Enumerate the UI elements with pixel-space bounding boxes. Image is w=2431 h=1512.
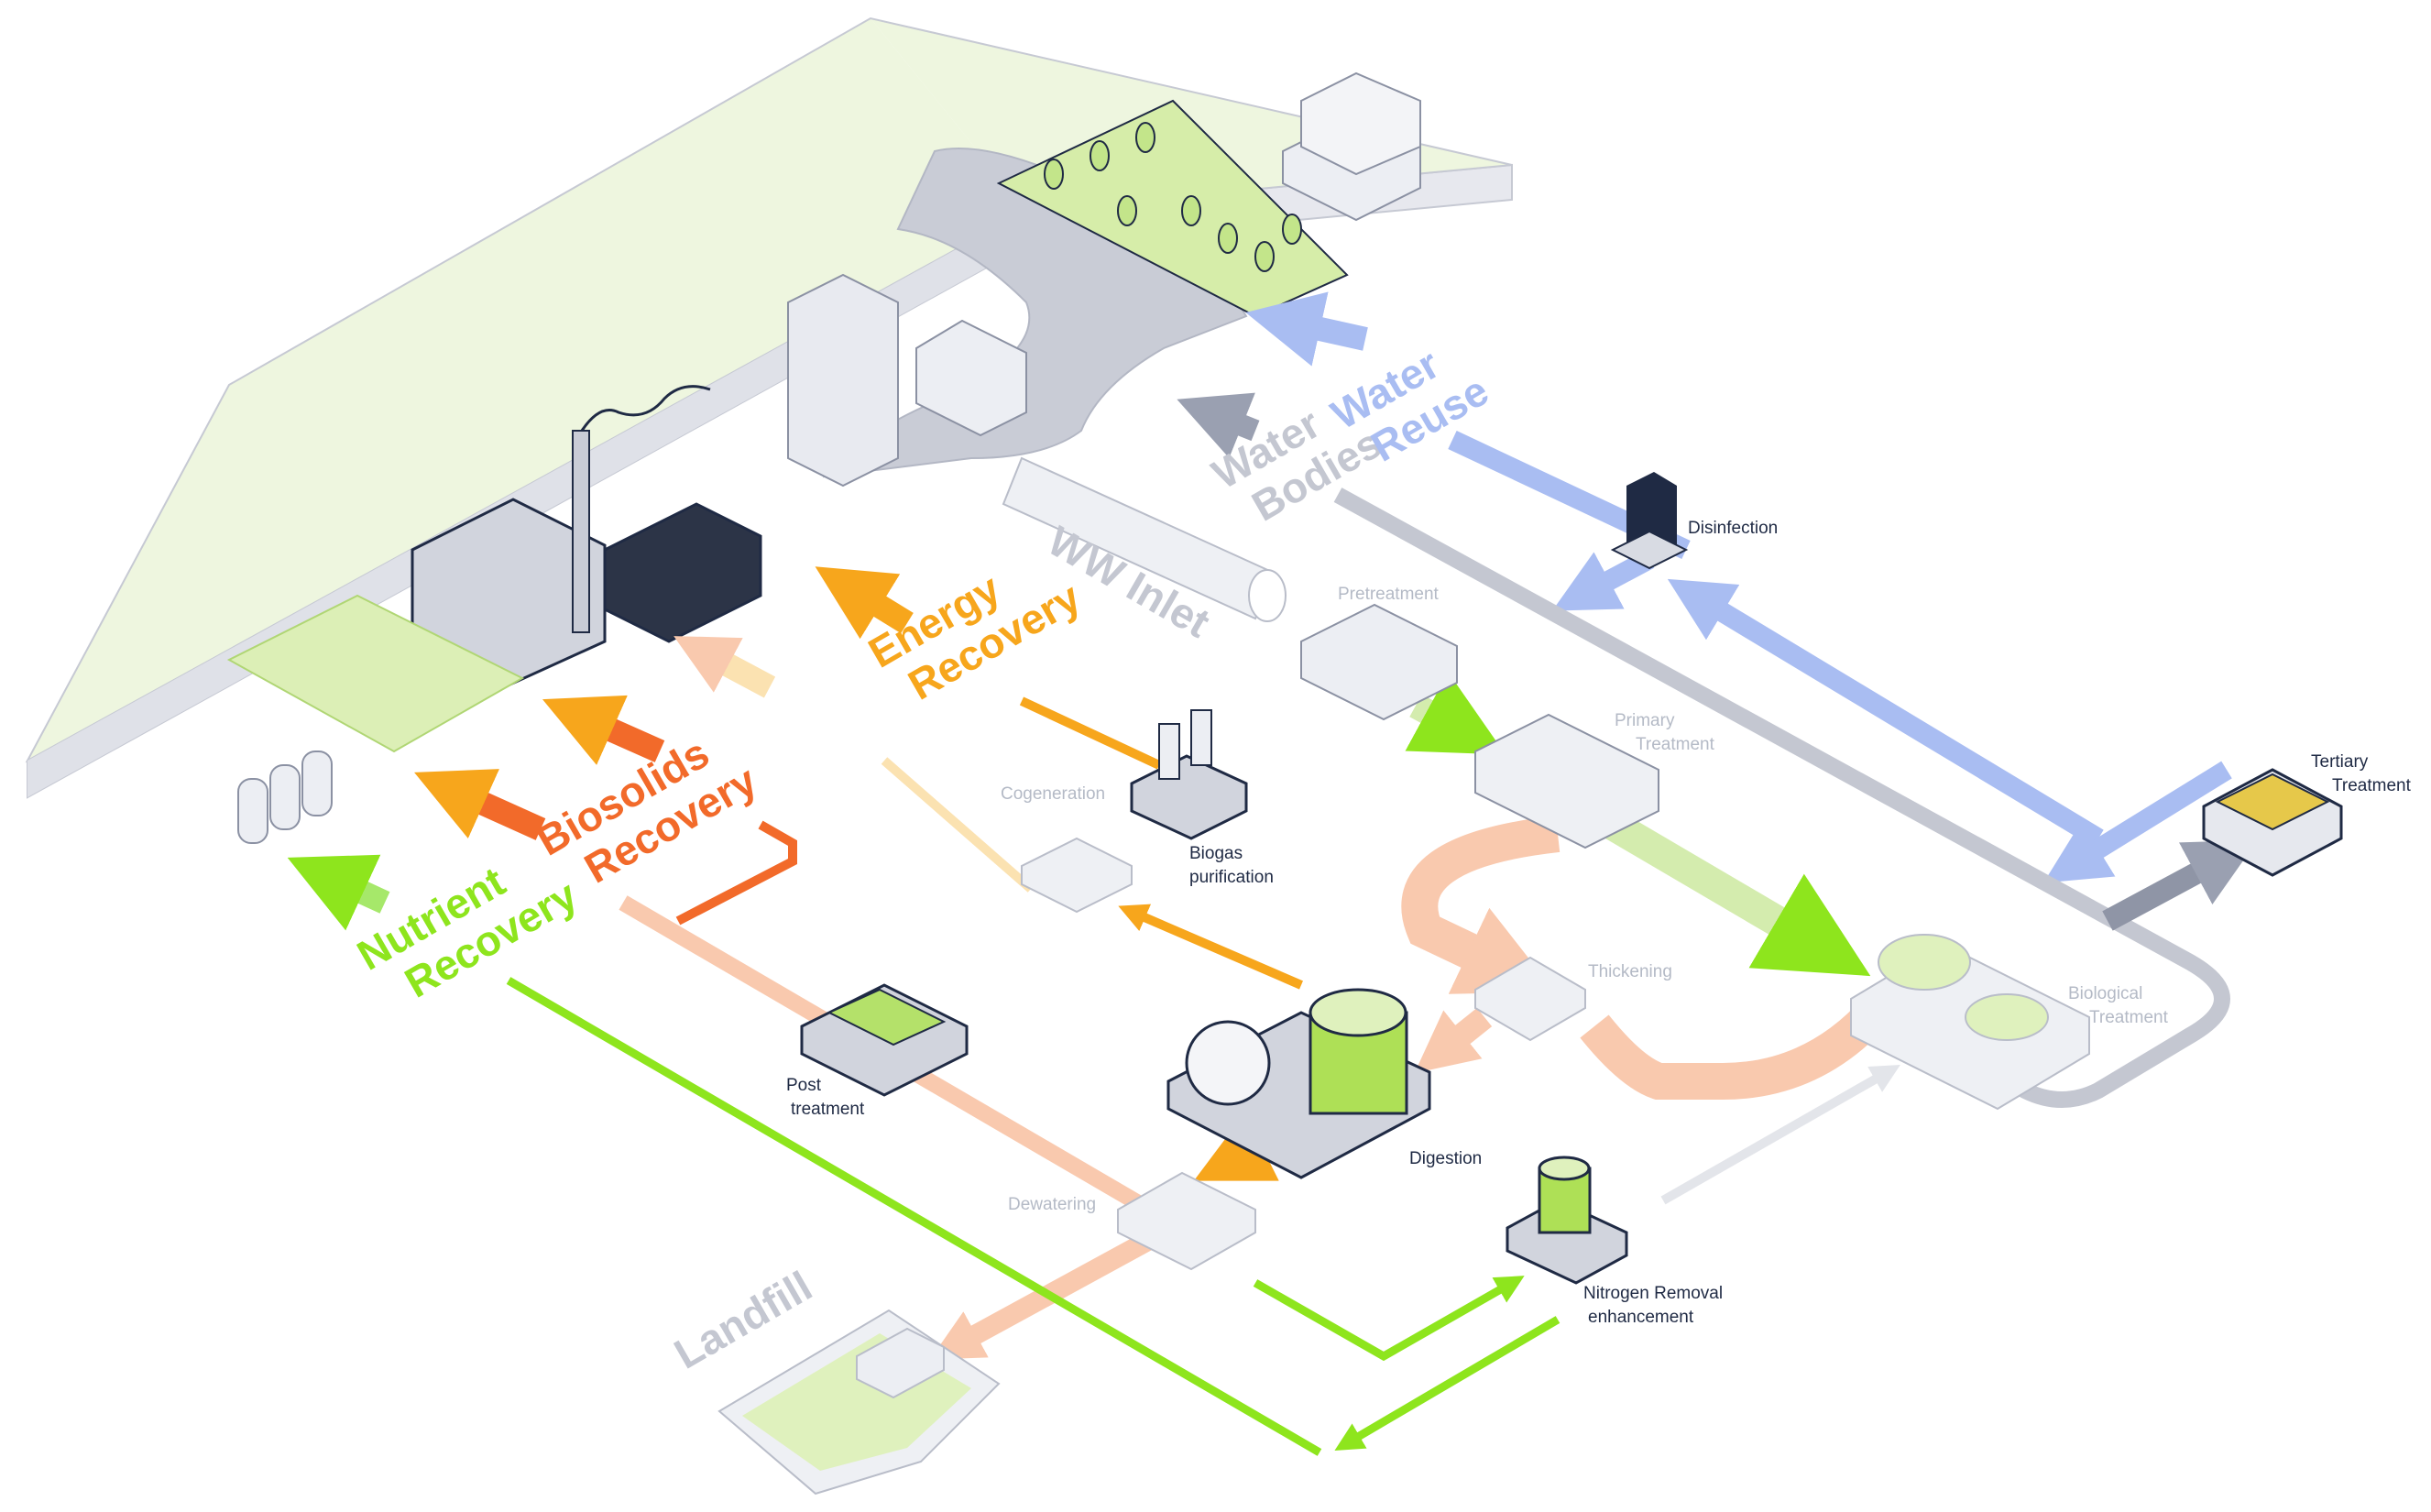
svg-text:Biological: Biological: [2068, 984, 2142, 1003]
energy-recovery-arrows: [673, 566, 1303, 990]
tree-icon: [1044, 122, 1302, 272]
svg-text:Treatment: Treatment: [1636, 735, 1715, 754]
water-bodies-line: [1177, 392, 2258, 1108]
svg-text:Biogas: Biogas: [1189, 844, 1243, 863]
digestion-label: Digestion: [1409, 1149, 1482, 1168]
cogeneration-label: Cogeneration: [1001, 784, 1105, 804]
pretreatment-icon: [1300, 603, 1458, 721]
tertiary-treatment-icon: [2202, 768, 2343, 877]
svg-text:purification: purification: [1189, 868, 1274, 887]
post-treatment-label: Post treatment: [786, 1076, 865, 1119]
nitrogen-removal-label: Nitrogen Removal enhancement: [1583, 1284, 1723, 1327]
biogas-purification-label: Biogas purification: [1189, 844, 1274, 887]
ww-inlet-pipe: [1002, 456, 1287, 622]
tank-icon: [237, 751, 333, 844]
dewatering-icon: [1117, 1171, 1256, 1271]
digester-icon: [1166, 988, 1431, 1179]
chimney-icon: [572, 385, 711, 633]
truck-icon: [856, 1327, 945, 1399]
disinfection-icon: [1610, 472, 1689, 570]
biological-treatment-label: Biological Treatment: [2068, 984, 2169, 1027]
biosolids-recovery-arrows: [414, 695, 1893, 1360]
svg-text:Nitrogen Removal: Nitrogen Removal: [1583, 1284, 1723, 1303]
svg-text:treatment: treatment: [791, 1100, 865, 1119]
nitrogen-removal-icon: [1506, 1156, 1628, 1285]
tertiary-treatment-label: Tertiary Treatment: [2311, 752, 2412, 795]
nutrient-recovery-arrows: [287, 672, 1900, 1456]
svg-text:Treatment: Treatment: [2089, 1008, 2169, 1027]
thickening-label: Thickening: [1588, 962, 1672, 981]
landfill-icon: [717, 1309, 1001, 1496]
svg-text:Post: Post: [786, 1076, 822, 1095]
building-icon: [787, 273, 1027, 488]
svg-text:enhancement: enhancement: [1588, 1308, 1694, 1327]
dewatering-label: Dewatering: [1008, 1195, 1096, 1214]
cogeneration-icon: [1021, 837, 1133, 914]
disinfection-label: Disinfection: [1688, 519, 1778, 538]
post-treatment-icon: [800, 983, 969, 1097]
primary-treatment-icon: [1474, 713, 1659, 849]
farm-icon: [226, 594, 525, 753]
primary-treatment-label: Primary Treatment: [1615, 711, 1715, 754]
svg-text:Primary: Primary: [1615, 711, 1675, 730]
svg-text:Tertiary: Tertiary: [2311, 752, 2369, 772]
thickening-icon: [1474, 956, 1586, 1042]
landfill-label: Landfill: [666, 1262, 820, 1378]
biogas-purification-icon: [1130, 709, 1248, 840]
biological-treatment-icon: [1850, 934, 2090, 1111]
building-icon: [1282, 71, 1421, 222]
factory-icon: [411, 498, 762, 689]
pretreatment-label: Pretreatment: [1338, 585, 1440, 604]
svg-text:Treatment: Treatment: [2332, 776, 2412, 795]
